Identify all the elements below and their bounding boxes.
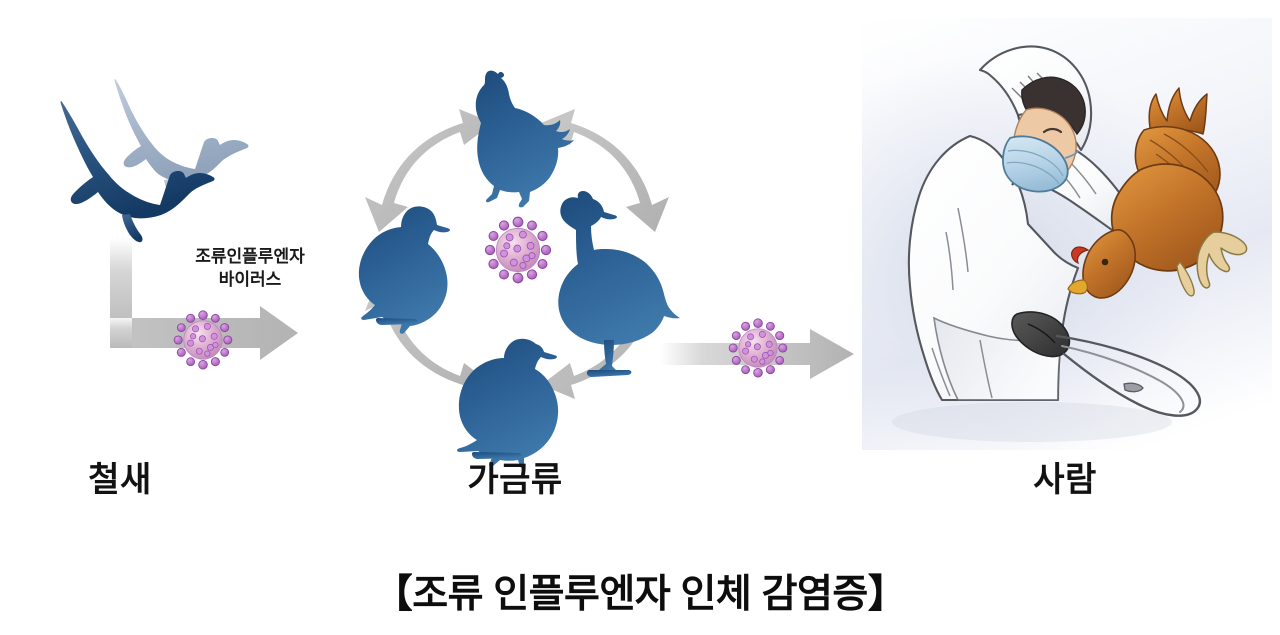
chicken-eye (1101, 258, 1109, 266)
flying-geese-icon (60, 78, 249, 243)
mask-pleats (1006, 149, 1064, 185)
virus-particle-left (173, 310, 233, 370)
catching-hook-tool (1055, 334, 1201, 417)
held-chicken-illustration (1067, 87, 1248, 299)
protective-coverall (907, 45, 1134, 402)
stage-label-wild-birds: 철새 (88, 461, 152, 499)
gloved-hand-lower (1011, 311, 1071, 358)
worker-head (1002, 76, 1086, 193)
ppe-worker-illustration (862, 18, 1272, 450)
page-title: 【조류 인플루엔자 인체 감염증】 (373, 573, 907, 616)
goose-front-silhouette (60, 100, 215, 243)
poultry-cycle-group (352, 60, 682, 469)
virus-particle-center (484, 216, 552, 284)
stage-label-poultry: 가금류 (467, 461, 563, 499)
ppe-worker-holding-chicken-illustration (892, 45, 1248, 442)
quail-icon (358, 206, 450, 334)
pigeon-icon (457, 338, 559, 469)
poultry-cycle-icon (358, 70, 680, 469)
virus-caption-label: 조류인플루엔자 바이러스 (195, 247, 305, 289)
virus-particle-right (728, 318, 788, 378)
chicken-icon (475, 70, 574, 208)
ground-shadow (892, 402, 1172, 442)
stage-label-human: 사람 (1033, 461, 1097, 499)
bidirectional-curved-arrow (541, 109, 669, 232)
duck-icon (558, 191, 680, 377)
wild-birds-group (52, 66, 262, 243)
